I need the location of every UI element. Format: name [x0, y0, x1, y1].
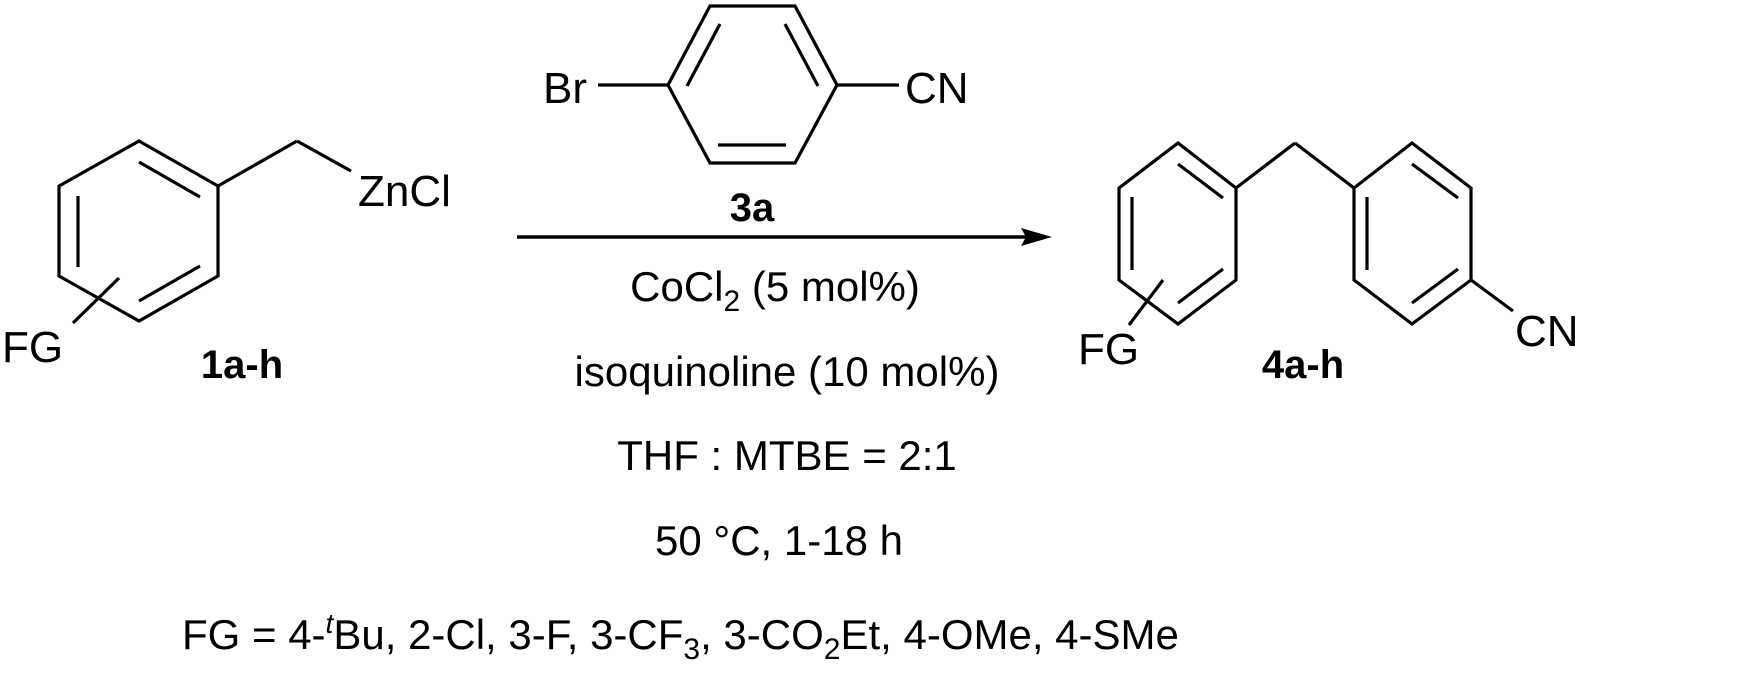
- ligand-text: isoquinoline (10 mol%): [575, 348, 1000, 395]
- temperature-time-text: 50 °C, 1-18 h: [655, 517, 903, 564]
- reactant-benzylzinc-structure: ZnCl FG: [2, 139, 451, 372]
- fg-list-text: FG = 4-tBu, 2-Cl, 3-F, 3-CF3, 3-CO2Et, 4…: [182, 608, 1179, 666]
- benzene-ring-icon: [1352, 140, 1473, 327]
- cyano-group: CN: [1515, 307, 1579, 356]
- zncl-group: ZnCl: [358, 167, 451, 216]
- cyano-group: CN: [905, 64, 969, 113]
- product-label: 4a-h: [1262, 343, 1344, 387]
- catalyst-text: CoCl2 (5 mol%): [630, 263, 920, 318]
- reagent-label: 3a: [730, 186, 775, 230]
- benzene-ring-icon: [57, 139, 220, 323]
- benzene-ring-icon: [1117, 140, 1238, 327]
- fg-substituent: FG: [2, 323, 63, 372]
- bromo-group: Br: [543, 64, 587, 113]
- reactant-label: 1a-h: [201, 343, 283, 387]
- fg-substituent: FG: [1078, 325, 1139, 374]
- product-diarylmethane-structure: CN FG: [1078, 140, 1579, 374]
- benzene-ring-icon: [666, 4, 839, 165]
- reaction-arrow-icon: [517, 228, 1052, 246]
- solvent-text: THF : MTBE = 2:1: [617, 432, 957, 479]
- reaction-conditions: CoCl2 (5 mol%) isoquinoline (10 mol%) TH…: [575, 263, 1000, 564]
- reagent-bromobenzonitrile-structure: Br CN: [543, 4, 969, 165]
